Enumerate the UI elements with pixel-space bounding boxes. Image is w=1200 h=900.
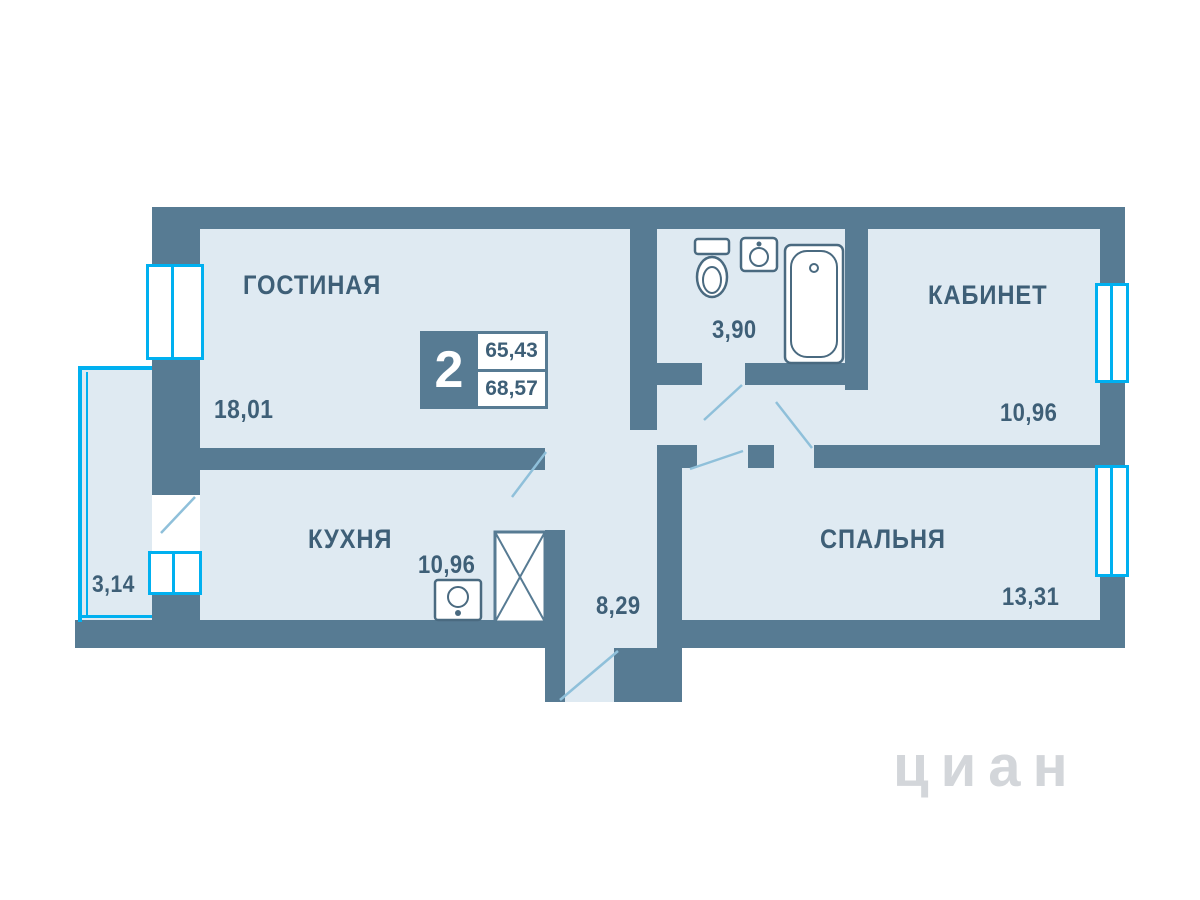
- balcony-glazing-left-outer: [78, 366, 82, 622]
- balcony-floor-fill: [78, 366, 160, 622]
- cabinet-window-mullion: [1110, 286, 1113, 380]
- wall-kitchen-east: [545, 530, 565, 648]
- balcony-door-opening: [152, 495, 200, 553]
- hallway-area: 8,29: [596, 592, 641, 620]
- living-room-area: 18,01: [214, 394, 274, 424]
- wall-left-lower: [152, 593, 200, 622]
- wall-divider-stub-mid: [748, 445, 774, 468]
- wall-central-lower: [657, 448, 682, 648]
- wall-divider-stub-left: [657, 445, 697, 468]
- bedroom-window-mullion: [1110, 468, 1113, 574]
- kitchen-area: 10,96: [418, 551, 476, 579]
- wall-left-upper: [152, 229, 200, 264]
- wall-bath-south-left: [657, 363, 702, 385]
- area-value-bottom: 68,57: [485, 376, 538, 400]
- watermark: циан: [893, 734, 1080, 799]
- living-window: [146, 264, 204, 360]
- balcony-area: 3,14: [92, 571, 135, 598]
- area-stamp: 2 65,43 68,57: [420, 331, 548, 409]
- wall-bottom-left: [75, 620, 565, 648]
- wall-divider-long: [814, 445, 1100, 468]
- living-room-label: ГОСТИНАЯ: [243, 270, 382, 300]
- cabinet-label: КАБИНЕТ: [928, 280, 1048, 310]
- balcony-glazing-bottom: [78, 615, 152, 618]
- balcony-block-window-mullion: [172, 554, 175, 592]
- balcony-glazing-left-inner: [86, 372, 88, 618]
- wall-entry-right-jamb: [614, 648, 682, 702]
- living-window-mullion: [171, 267, 174, 357]
- area-values: 65,43 68,57: [478, 331, 548, 409]
- wall-bath-south-right: [745, 363, 845, 385]
- cabinet-area: 10,96: [1000, 399, 1058, 427]
- kitchen-label: КУХНЯ: [308, 524, 393, 554]
- wall-bedroom-south: [657, 620, 1100, 648]
- bedroom-area: 13,31: [1002, 583, 1060, 611]
- wall-kitchen-north: [200, 448, 545, 470]
- room-count: 2: [420, 331, 478, 409]
- bedroom-label: СПАЛЬНЯ: [820, 524, 946, 554]
- balcony-block-window: [148, 551, 202, 595]
- wall-top: [152, 207, 1125, 229]
- wall-left-mid: [152, 360, 200, 497]
- wall-entry-left-jamb: [545, 648, 565, 702]
- wall-bath-east: [845, 229, 868, 390]
- balcony-glazing-top: [78, 366, 152, 370]
- area-value-top: 65,43: [478, 334, 545, 372]
- bathroom-area: 3,90: [712, 316, 757, 344]
- wall-central-upper: [630, 229, 657, 430]
